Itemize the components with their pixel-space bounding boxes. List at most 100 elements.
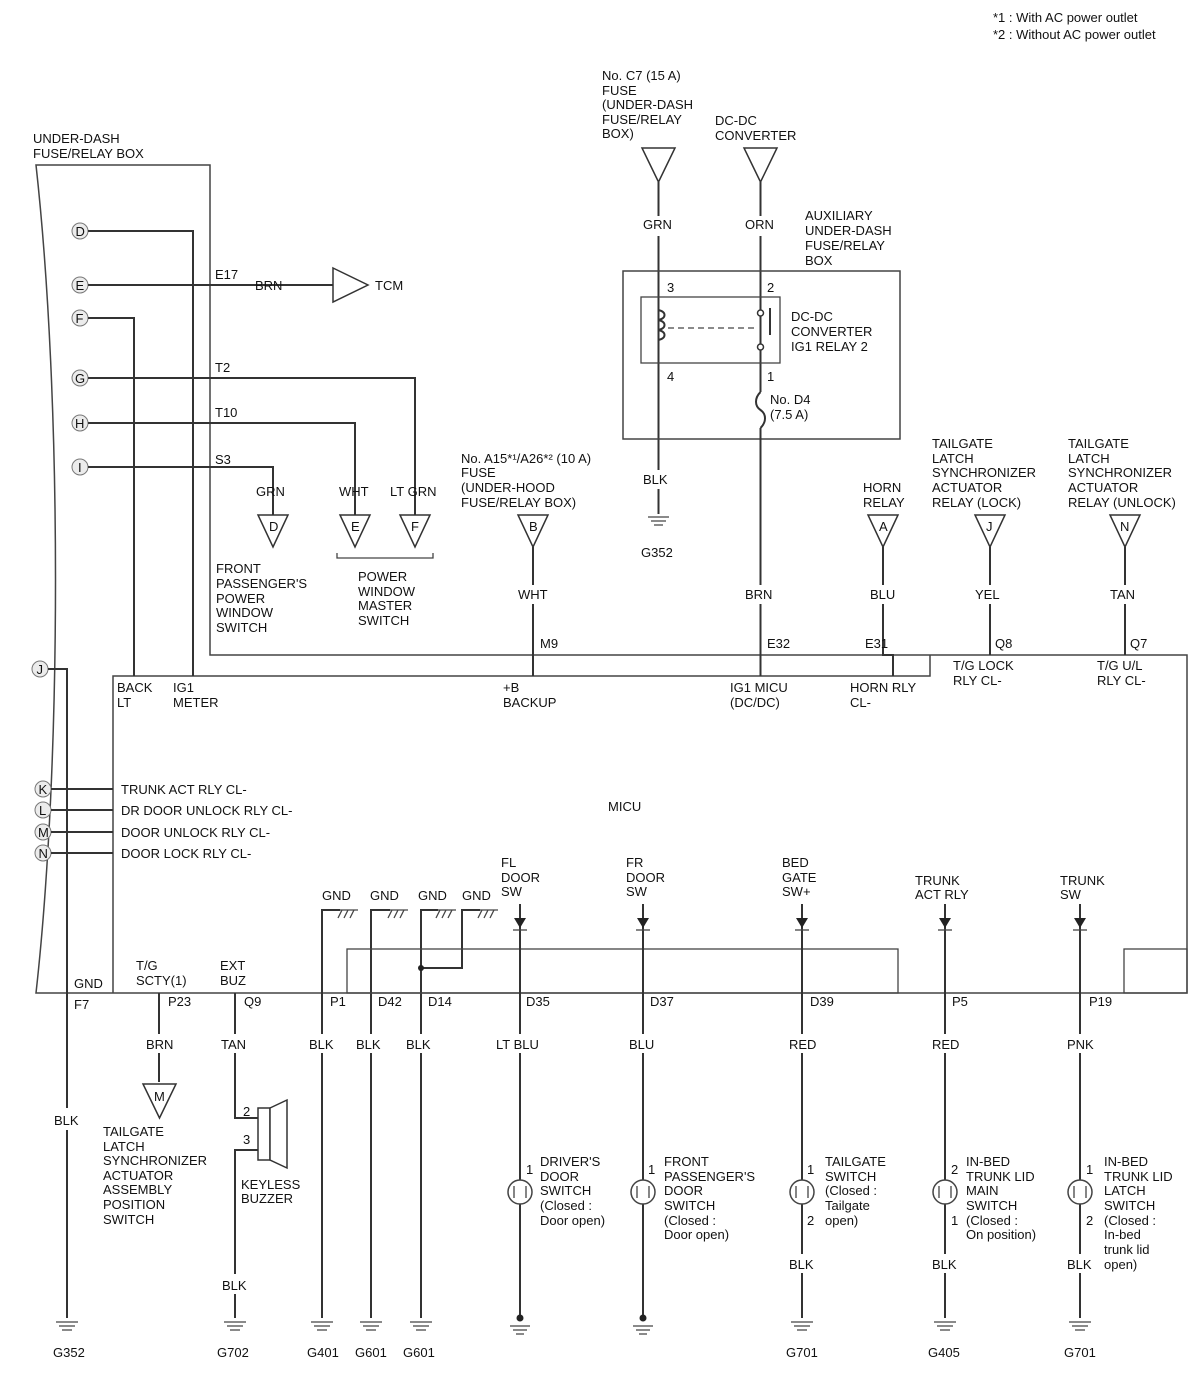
trunk-latch-sw-pin-2: 2 [1086, 1213, 1093, 1228]
trunk-act-rly-cl: TRUNK ACT RLY CL- [121, 782, 247, 797]
wire-ltblu-label: LT BLU [496, 1037, 539, 1052]
fl-door-sig-2: DOOR [501, 870, 540, 885]
trunk-main-sw-name-2: TRUNK LID [966, 1169, 1035, 1184]
front-pass-sw-4: WINDOW [216, 605, 274, 620]
ig1-micu-1: IG1 MICU [730, 680, 788, 695]
pin-p19: P19 [1089, 994, 1112, 1009]
trunk-main-sw-pin-2: 2 [951, 1162, 958, 1177]
trunk-sw-diode-icon [1074, 918, 1086, 928]
ground-g401-icon [311, 1321, 333, 1331]
pin-e: E [71, 276, 89, 294]
pin-d37: D37 [650, 994, 674, 1009]
fr-sw-pin: 1 [648, 1162, 655, 1177]
tg-unlock-1: TAILGATE [1068, 436, 1129, 451]
wire-j-gnd-f7 [48, 668, 68, 1318]
trunk-main-sw-name-1: IN-BED [966, 1154, 1010, 1169]
wire-wht-b: WHT [518, 587, 548, 602]
front-pass-sw-5: SWITCH [216, 620, 267, 635]
gnd-bank-icons [337, 909, 498, 919]
front-pass-sw-2: PASSENGER'S [216, 576, 307, 591]
svg-text:E: E [76, 278, 85, 293]
tg-scty-2: SCTY(1) [136, 973, 187, 988]
trunk-main-sw-pin-1: 1 [951, 1213, 958, 1228]
fuse-c7-1: No. C7 (15 A) [602, 68, 681, 83]
tg-lock-1: TAILGATE [932, 436, 993, 451]
pin-s3: S3 [215, 452, 231, 467]
fuse-d4-1: No. D4 [770, 392, 810, 407]
wire-blu-fr-label: BLU [629, 1037, 654, 1052]
dcdc-conv-wire: ORN [745, 217, 774, 232]
ig1-meter-2: METER [173, 695, 219, 710]
trunk-latch-sw-name-2: TRUNK LID [1104, 1169, 1173, 1184]
gnd-junction [418, 965, 424, 971]
buzzer-icon [257, 1098, 288, 1170]
relay-pin-3: 3 [667, 280, 674, 295]
note-with-ac: *1 : With AC power outlet [993, 10, 1138, 25]
ground-g702-icon [224, 1321, 246, 1331]
gnd-f7-label: GND [74, 976, 103, 991]
wire-grn-d: GRN [256, 484, 285, 499]
buzzer-name-2: BUZZER [241, 1191, 293, 1206]
wire-gnd-d14 [420, 909, 438, 1318]
conn-j-label: J [986, 519, 993, 534]
tailgate-blk: BLK [789, 1257, 814, 1272]
trunk-latch-sw-name-5: (Closed : [1104, 1213, 1156, 1228]
svg-text:J: J [37, 662, 44, 677]
fl-sw-name-3: SWITCH [540, 1183, 591, 1198]
svg-text:D: D [76, 224, 85, 239]
trunk-latch-sw-name-7: trunk lid [1104, 1242, 1150, 1257]
fl-sw-pin: 1 [526, 1162, 533, 1177]
fuse-c7-5: BOX) [602, 126, 634, 141]
ground-g352-bottom: G352 [53, 1345, 85, 1360]
tg-unlock-5: RELAY (UNLOCK) [1068, 495, 1176, 510]
wire-h-wht [88, 422, 356, 515]
trunk-lid-latch-switch-icon [1067, 1179, 1093, 1205]
wire-brn-tcm: BRN [255, 278, 282, 293]
tg-unlock-rly-2: RLY CL- [1097, 673, 1146, 688]
trunk-act-sig-1: TRUNK [915, 873, 960, 888]
ground-g601b-icon [410, 1321, 432, 1331]
ground-g701b-icon [1069, 1321, 1091, 1331]
buzzer-pin-3: 3 [243, 1132, 250, 1147]
pin-q8: Q8 [995, 636, 1012, 651]
aux-blk-wire: BLK [643, 472, 668, 487]
pin-t10: T10 [215, 405, 237, 420]
conn-d-window-switch [256, 514, 290, 549]
pin-e32: E32 [767, 636, 790, 651]
fuse-a15-1: No. A15*¹/A26*² (10 A) [461, 451, 591, 466]
ext-buz-1: EXT [220, 958, 245, 973]
pw-master-sw-2: WINDOW [358, 584, 416, 599]
conn-e-master-switch [338, 514, 372, 549]
conn-n-label: N [1120, 519, 1129, 534]
pin-h: H [71, 414, 89, 432]
conn-f-master-switch [398, 514, 432, 549]
gnd-1: GND [322, 888, 351, 903]
wire-ltgrn-f: LT GRN [390, 484, 436, 499]
pin-i: I [71, 458, 89, 476]
fuse-c7-3: (UNDER-DASH [602, 97, 693, 112]
wire-f-back-lt [88, 317, 135, 676]
wire-gnd-d42 [370, 909, 390, 1318]
fuse-d4-symbol [755, 391, 766, 429]
under-dash-box-label-1: UNDER-DASH [33, 131, 120, 146]
conn-e-label: E [351, 519, 360, 534]
fr-sw-name-2: PASSENGER'S [664, 1169, 755, 1184]
ground-g352-top: G352 [641, 545, 673, 560]
ground-g405-icon [934, 1321, 956, 1331]
fuse-a15-3: (UNDER-HOOD [461, 480, 555, 495]
pin-d35: D35 [526, 994, 550, 1009]
tailgate-sw-pin-2: 2 [807, 1213, 814, 1228]
wire-brn-p23-label: BRN [146, 1037, 173, 1052]
trunk-latch-sw-name-6: In-bed [1104, 1227, 1141, 1242]
ground-g401: G401 [307, 1345, 339, 1360]
pin-e31: E31 [865, 636, 888, 651]
wire-d-ig1-meter [88, 230, 194, 676]
svg-text:H: H [75, 416, 84, 431]
trunk-main-sw-name-5: (Closed : [966, 1213, 1018, 1228]
conn-b [516, 514, 550, 549]
wire-yel-label: YEL [975, 587, 1000, 602]
tg-pos-sw-5: ASSEMBLY [103, 1182, 172, 1197]
pin-m9: M9 [540, 636, 558, 651]
tg-unlock-4: ACTUATOR [1068, 480, 1138, 495]
pin-d39: D39 [810, 994, 834, 1009]
